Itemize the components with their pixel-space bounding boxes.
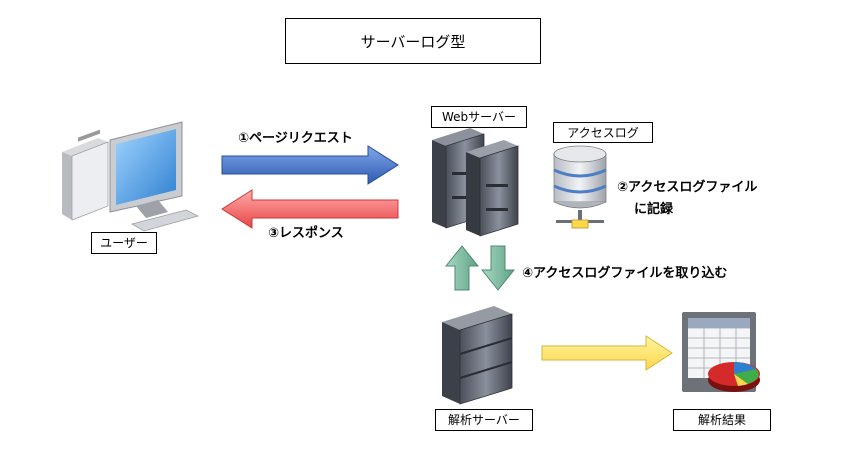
step-response-caption: ③レスポンス [268,226,344,241]
request-arrow [221,145,399,185]
analysis-server-label: 解析サーバー [435,409,533,431]
user-computer-icon [62,121,200,232]
step-log-record-caption-line1: ②アクセスログファイル [617,180,758,195]
response-arrow [221,189,399,229]
step-request-caption: ①ページリクエスト [238,131,353,146]
web-server-icon [432,128,519,237]
user-label: ユーザー [91,232,157,254]
database-icon [553,145,607,229]
analysis-result-label: 解析結果 [673,409,771,431]
diagram-title: サーバーログ型 [285,18,541,64]
web-server-label: Webサーバー [431,106,527,128]
download-arrow [480,245,516,291]
step-import-caption: ④アクセスログファイルを取り込む [522,266,728,281]
spreadsheet-chart-icon [682,312,760,392]
upload-arrow [444,245,480,291]
analysis-server-icon [442,306,513,405]
access-log-label: アクセスログ [553,122,653,143]
step-log-record-caption-line2: に記録 [634,202,674,217]
result-arrow [541,335,673,371]
